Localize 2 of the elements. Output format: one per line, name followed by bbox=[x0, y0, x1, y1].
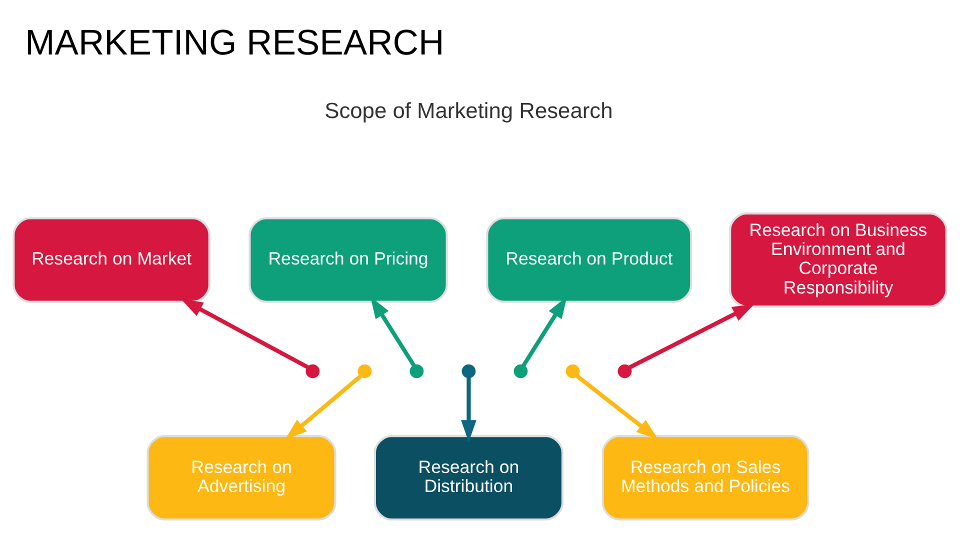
label: Scope of Marketing Research bbox=[324, 98, 613, 124]
diagram-title: MARKETING RESEARCH bbox=[25, 22, 444, 62]
